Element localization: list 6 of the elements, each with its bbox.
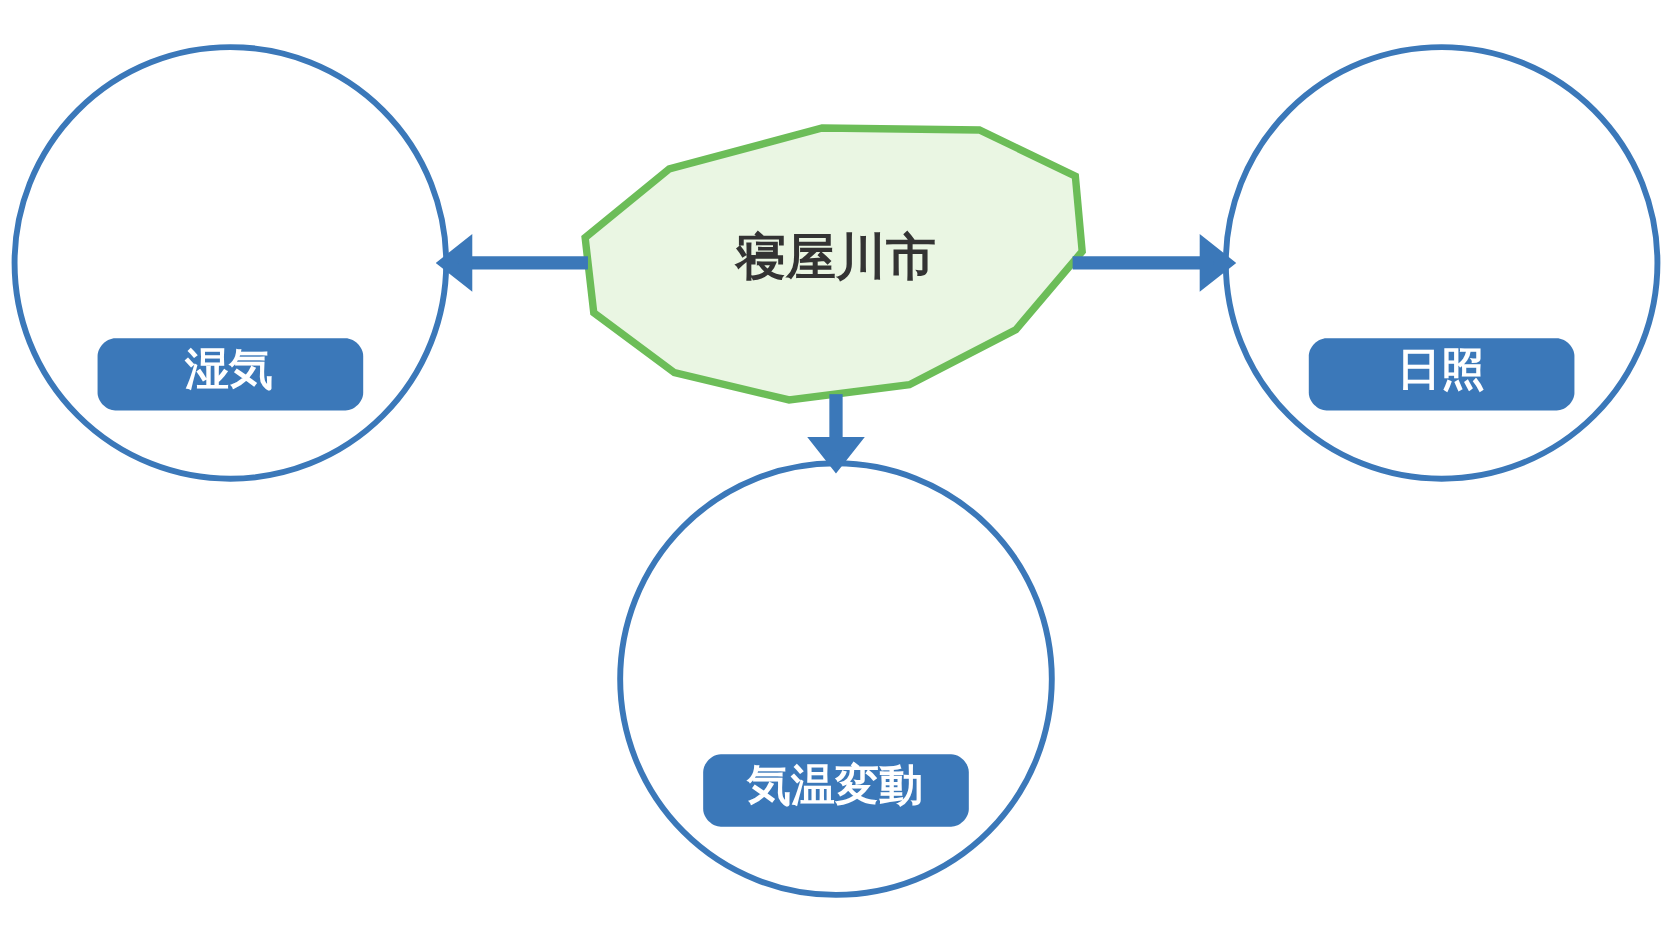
- node-circle: 湿気: [11, 43, 450, 482]
- arrow: [807, 393, 865, 474]
- node-circle: 気温変動: [617, 459, 1055, 898]
- arrow: [435, 233, 588, 292]
- node-circle: 日照: [1222, 43, 1661, 482]
- arrow: [1072, 233, 1237, 292]
